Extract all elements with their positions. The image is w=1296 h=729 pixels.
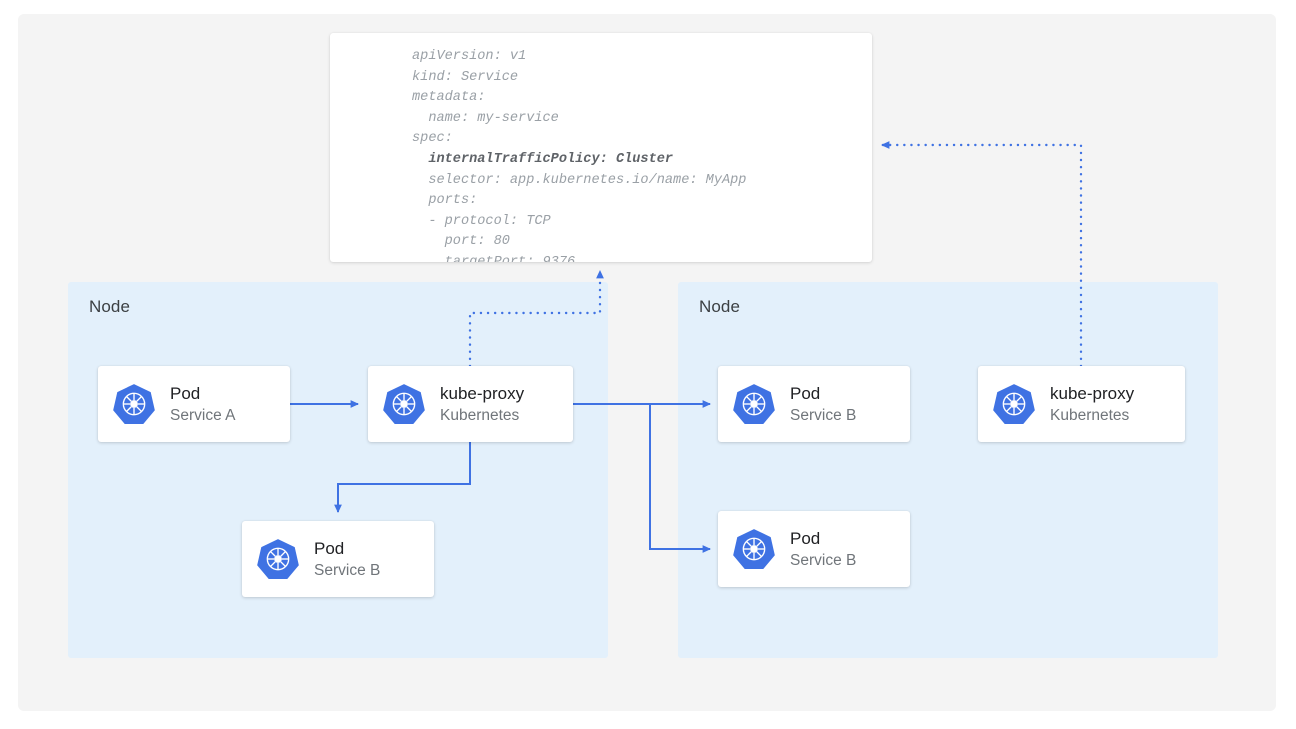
yaml-line-10: targetPort: 9376	[412, 253, 864, 262]
yaml-line-1: kind: Service	[412, 69, 519, 85]
card-text: Pod Service B	[790, 528, 856, 571]
kubernetes-logo-icon	[732, 382, 776, 426]
yaml-line-5: internalTrafficPolicy: Cluster	[412, 151, 674, 167]
card-subtitle: Service B	[314, 561, 381, 579]
card-pod-service-b-right-top[interactable]: Pod Service B	[718, 366, 910, 442]
kubernetes-logo-icon	[992, 382, 1036, 426]
card-subtitle: Service B	[790, 551, 857, 569]
node-panel-left: Node	[68, 282, 608, 658]
card-pod-service-b-right-bottom[interactable]: Pod Service B	[718, 511, 910, 587]
card-kube-proxy-left[interactable]: kube-proxy Kubernetes	[368, 366, 573, 442]
service-manifest-text: apiVersion: v1 kind: Service metadata: nam…	[412, 47, 864, 262]
node-panel-right: Node	[678, 282, 1218, 658]
card-title: kube-proxy	[440, 383, 525, 403]
kubernetes-logo-icon	[382, 382, 426, 426]
yaml-line-2: metadata:	[412, 90, 486, 106]
card-subtitle: Kubernetes	[1050, 406, 1130, 424]
yaml-line-3: name: my-service	[412, 110, 559, 126]
yaml-line-6: selector: app.kubernetes.io/name: MyApp	[412, 172, 747, 188]
card-text: Pod Service B	[314, 538, 380, 581]
card-title: Pod	[790, 383, 821, 403]
service-manifest-card: apiVersion: v1 kind: Service metadata: nam…	[330, 33, 872, 262]
kubernetes-logo-icon	[112, 382, 156, 426]
card-text: Pod Service B	[790, 383, 856, 426]
yaml-line-8: - protocol: TCP	[412, 213, 551, 229]
card-subtitle: Kubernetes	[440, 406, 520, 424]
card-kube-proxy-right[interactable]: kube-proxy Kubernetes	[978, 366, 1185, 442]
card-pod-service-a[interactable]: Pod Service A	[98, 366, 290, 442]
kubernetes-logo-icon	[256, 537, 300, 581]
card-pod-service-b-left[interactable]: Pod Service B	[242, 521, 434, 597]
card-text: kube-proxy Kubernetes	[1050, 383, 1134, 426]
card-subtitle: Service A	[170, 406, 236, 424]
node-label: Node	[89, 297, 131, 316]
card-title: kube-proxy	[1050, 383, 1135, 403]
card-text: Pod Service A	[170, 383, 235, 426]
yaml-line-4: spec:	[412, 131, 453, 147]
card-title: Pod	[790, 528, 821, 548]
card-title: Pod	[170, 383, 201, 403]
card-subtitle: Service B	[790, 406, 857, 424]
yaml-line-9: port: 80	[412, 234, 510, 250]
kubernetes-logo-icon	[732, 527, 776, 571]
card-text: kube-proxy Kubernetes	[440, 383, 524, 426]
yaml-line-0: apiVersion: v1	[412, 49, 527, 64]
node-label: Node	[699, 297, 741, 316]
yaml-line-7: ports:	[412, 193, 478, 209]
card-title: Pod	[314, 538, 345, 558]
